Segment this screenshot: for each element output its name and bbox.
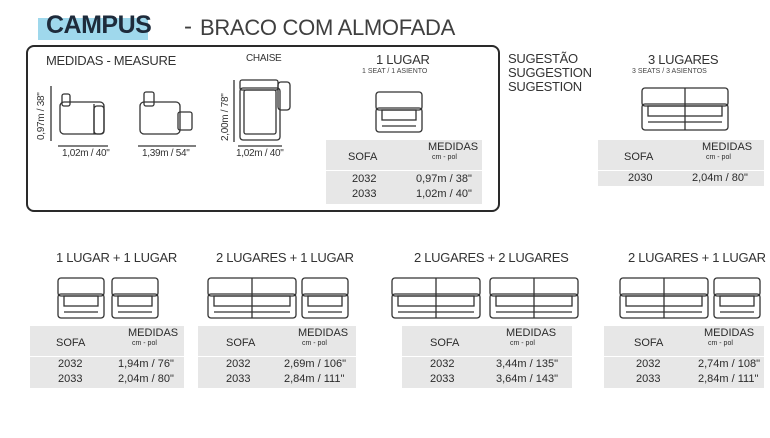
recliner-side-icon (139, 91, 193, 135)
medidas-header: MEDIDAS (298, 327, 349, 339)
model-cell: 2032 (636, 358, 661, 370)
combo-4-table: SOFA MEDIDAS cm - pol 2032 2,74m / 108" … (604, 326, 764, 388)
combo-3-table: SOFA MEDIDAS cm - pol 2032 3,44m / 135" … (402, 326, 572, 388)
medidas-header: MEDIDAS (704, 327, 755, 339)
width-label-2: 1,39m / 54" (142, 148, 190, 159)
three-seat-title: 3 LUGARES (648, 52, 719, 67)
width-dimension-line (58, 145, 108, 147)
combo-2-icon (207, 277, 349, 319)
chaise-width-line (238, 145, 282, 147)
model-cell: 2032 (226, 358, 251, 370)
model-cell: 2033 (58, 373, 83, 385)
chaise-icon (239, 79, 291, 141)
medidas-header: MEDIDAS (702, 141, 753, 153)
sofa-header: SOFA (624, 151, 654, 163)
combo-4-icon (619, 277, 761, 319)
measure-cell: 2,84m / 111" (698, 373, 759, 385)
height-label: 0,97m / 38" (36, 92, 47, 140)
model-cell: 2033 (226, 373, 251, 385)
units-header: cm - pol (708, 340, 733, 347)
measure-cell: 3,64m / 143" (496, 373, 558, 385)
chaise-height-label: 2,00m / 78" (220, 93, 231, 141)
measure-cell: 2,04m / 80" (118, 373, 174, 385)
three-seat-sofa-icon (641, 87, 729, 131)
one-seat-table: SOFA MEDIDAS cm - pol 2032 0,97m / 38" 2… (326, 140, 482, 204)
width-dimension-line-2 (138, 145, 196, 147)
combo-2-table: SOFA MEDIDAS cm - pol 2032 2,69m / 106" … (198, 326, 356, 388)
units-header: cm - pol (510, 340, 535, 347)
three-seat-subtitle: 3 SEATS / 3 ASIENTOS (632, 68, 707, 75)
measure-cell: 1,02m / 40" (416, 188, 472, 200)
chaise-width-label: 1,02m / 40" (236, 148, 284, 159)
units-header: cm - pol (706, 154, 731, 161)
combo-3-icon (391, 277, 579, 319)
medidas-header: MEDIDAS (428, 141, 479, 153)
combo-2-title: 2 LUGARES + 1 LUGAR (216, 250, 354, 265)
measures-box (26, 45, 500, 212)
title-highlight (38, 18, 148, 40)
measure-cell: 0,97m / 38" (416, 173, 472, 185)
sofa-header: SOFA (348, 151, 378, 163)
combo-1-title: 1 LUGAR + 1 LUGAR (56, 250, 177, 265)
combo-4-title: 2 LUGARES + 1 LUGAR (628, 250, 766, 265)
sofa-header: SOFA (430, 337, 460, 349)
one-seat-sofa-icon (375, 91, 423, 133)
sofa-header: SOFA (226, 337, 256, 349)
units-header: cm - pol (132, 340, 157, 347)
sofa-header: SOFA (634, 337, 664, 349)
title-dash: - (184, 13, 192, 40)
model-cell: 2030 (628, 172, 653, 184)
model-cell: 2033 (636, 373, 661, 385)
measure-cell: 2,74m / 108" (698, 358, 760, 370)
one-seat-subtitle: 1 SEAT / 1 ASIENTO (362, 68, 428, 75)
combo-1-icon (57, 277, 159, 319)
combo-3-title: 2 LUGARES + 2 LUGARES (414, 250, 569, 265)
one-seat-title: 1 LUGAR (376, 52, 430, 67)
measure-cell: 2,84m / 111" (284, 373, 345, 385)
brand-name: CAMPUS (46, 11, 152, 39)
measure-cell: 2,69m / 106" (284, 358, 346, 370)
model-cell: 2032 (58, 358, 83, 370)
three-seat-table: SOFA MEDIDAS cm - pol 2030 2,04m / 80" (598, 140, 764, 186)
measures-heading: MEDIDAS - MEASURE (46, 53, 176, 68)
height-dimension-line (50, 86, 52, 141)
units-header: cm - pol (432, 154, 457, 161)
medidas-header: MEDIDAS (506, 327, 557, 339)
title-subtitle: BRACO COM ALMOFADA (200, 15, 455, 40)
model-cell: 2033 (352, 188, 377, 200)
model-cell: 2032 (352, 173, 377, 185)
measure-cell: 2,04m / 80" (692, 172, 748, 184)
medidas-header: MEDIDAS (128, 327, 179, 339)
armchair-side-icon (59, 93, 105, 135)
chaise-height-line (233, 80, 235, 142)
combo-1-table: SOFA MEDIDAS cm - pol 2032 1,94m / 76" 2… (30, 326, 184, 388)
model-cell: 2033 (430, 373, 455, 385)
measure-cell: 3,44m / 135" (496, 358, 558, 370)
chaise-heading: CHAISE (246, 53, 282, 64)
units-header: cm - pol (302, 340, 327, 347)
suggestion-label: SUGESTÃO SUGGESTION SUGESTION (508, 51, 592, 94)
sofa-header: SOFA (56, 337, 86, 349)
width-label-1: 1,02m / 40" (62, 148, 110, 159)
model-cell: 2032 (430, 358, 455, 370)
measure-cell: 1,94m / 76" (118, 358, 174, 370)
